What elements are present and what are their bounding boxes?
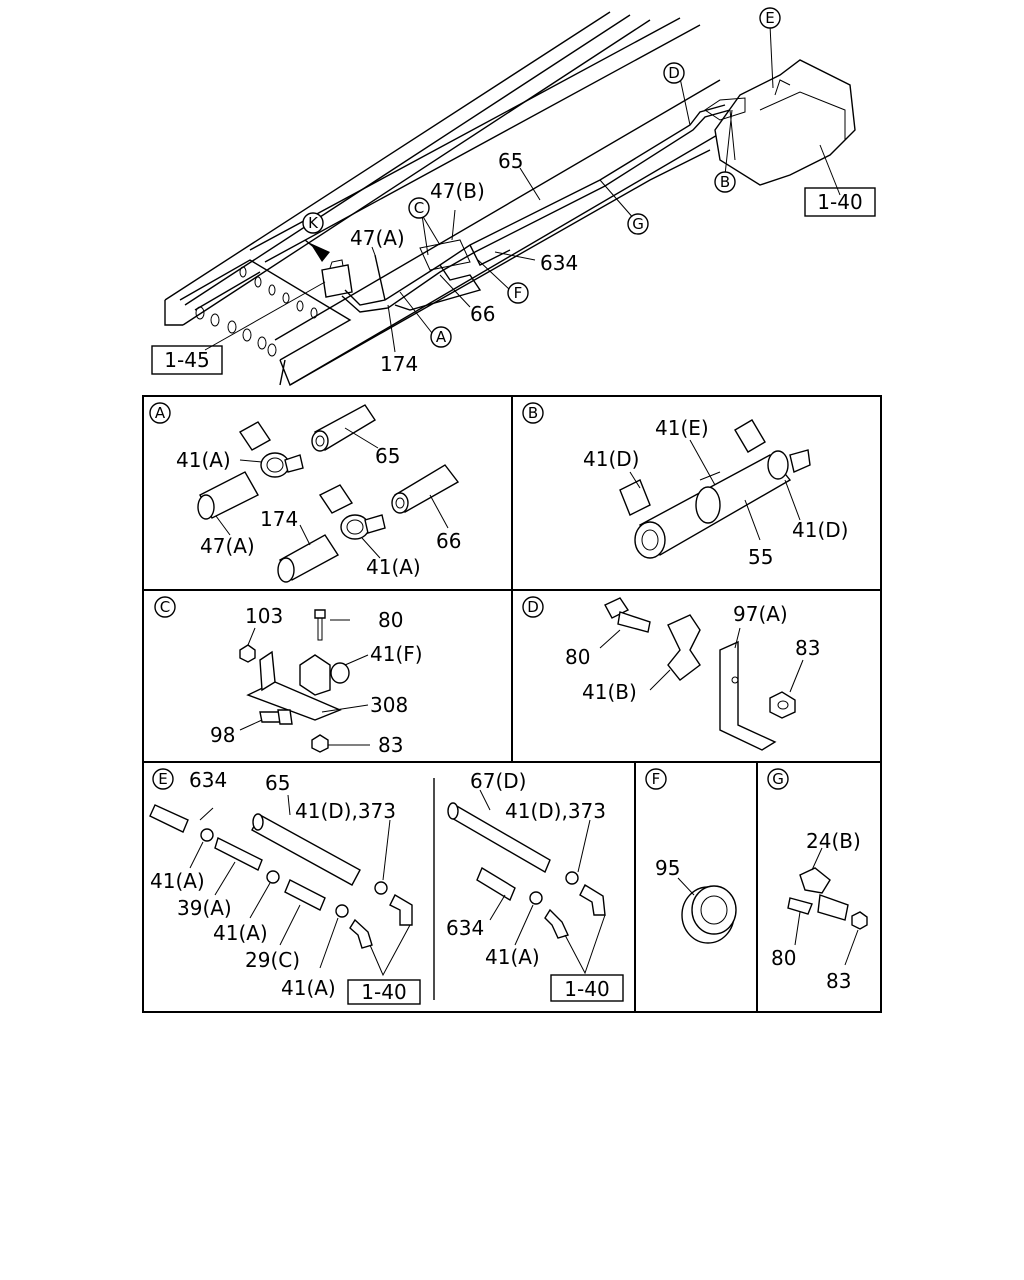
overview-marker-e-text: E xyxy=(765,9,774,27)
overview-marker-f-text: F xyxy=(514,284,523,302)
panel-e-label-41a-b: 41(A) xyxy=(485,945,540,969)
overview-marker-b xyxy=(714,171,736,193)
panel-e-label-41a-3: 41(A) xyxy=(281,976,336,1000)
panel-f: F 95 xyxy=(645,768,737,944)
panel-g: G 24(B) 80 83 xyxy=(767,768,868,993)
panel-c-label-98: 98 xyxy=(210,723,235,747)
panel-e-label-67d: 67(D) xyxy=(470,769,526,793)
panel-e-label-41d373-b: 41(D),373 xyxy=(505,799,606,823)
panel-e-label-634: 634 xyxy=(189,768,227,792)
panel-e-ref-b[interactable]: 1-40 xyxy=(564,977,609,1001)
overview-marker-d xyxy=(663,62,685,84)
panel-d-label-97a: 97(A) xyxy=(733,602,788,626)
ref-1-40[interactable]: 1-40 xyxy=(817,190,862,214)
panel-f-label-95: 95 xyxy=(655,856,680,880)
panel-g-label-24b: 24(B) xyxy=(806,829,861,853)
label-634: 634 xyxy=(540,251,578,275)
label-66: 66 xyxy=(470,302,495,326)
panel-e: E 634 65 41(D),373 41(A) 39(A) 41(A) 29(… xyxy=(149,768,624,1005)
overview-marker-a xyxy=(430,326,452,348)
overview-marker-k xyxy=(302,212,324,234)
overview-marker-g xyxy=(627,213,649,235)
panel-d: D 97(A) 83 80 41(B) xyxy=(522,596,820,751)
panel-b-label-41e: 41(E) xyxy=(655,416,709,440)
panel-c-label-103: 103 xyxy=(245,604,283,628)
panel-d-marker: D xyxy=(527,598,539,616)
overview-marker-f xyxy=(507,282,529,304)
panel-d-label-80: 80 xyxy=(565,645,590,669)
panel-a: A 41(A) 65 174 47(A) 66 xyxy=(149,402,461,583)
label-47b: 47(B) xyxy=(430,179,485,203)
panel-e-label-65: 65 xyxy=(265,771,290,795)
panel-e-ref-box-b[interactable] xyxy=(550,974,624,1002)
panel-e-ref[interactable]: 1-40 xyxy=(361,980,406,1004)
panel-e-label-41d373: 41(D),373 xyxy=(295,799,396,823)
panel-a-label-47a: 47(A) xyxy=(200,534,255,558)
ref-1-45[interactable]: 1-45 xyxy=(164,348,209,372)
panel-a-label-41a-1: 41(A) xyxy=(176,448,231,472)
panel-e-label-41a-2: 41(A) xyxy=(213,921,268,945)
overview-marker-c-text: C xyxy=(414,199,424,217)
panel-e-ref-box[interactable] xyxy=(347,979,421,1005)
panel-g-marker: G xyxy=(772,770,784,788)
overview-marker-e xyxy=(759,7,781,29)
panel-e-marker: E xyxy=(158,770,167,788)
panel-b-label-41d-2: 41(D) xyxy=(792,518,848,542)
overview-illustration: E D B C G F A K 65 47(B) 47(A) 634 66 17… xyxy=(151,7,876,387)
overview-marker-d-text: D xyxy=(668,64,680,82)
panel-a-label-41a-2: 41(A) xyxy=(366,555,421,579)
panel-d-label-41b: 41(B) xyxy=(582,680,637,704)
panel-g-label-83: 83 xyxy=(826,969,851,993)
panel-a-label-66: 66 xyxy=(436,529,461,553)
panel-c-label-80: 80 xyxy=(378,608,403,632)
ref-box-1-40[interactable] xyxy=(804,187,876,217)
panel-g-label-80: 80 xyxy=(771,946,796,970)
panel-e-label-41a-1: 41(A) xyxy=(150,869,205,893)
panel-e-label-39a: 39(A) xyxy=(177,896,232,920)
panel-c-label-41f: 41(F) xyxy=(370,642,423,666)
overview-marker-c xyxy=(408,197,430,219)
panel-c-label-83: 83 xyxy=(378,733,403,757)
panel-c-label-308: 308 xyxy=(370,693,408,717)
overview-marker-g-text: G xyxy=(632,215,644,233)
panel-c: C 103 80 41(F) 308 98 83 xyxy=(154,596,423,757)
panel-c-marker: C xyxy=(160,598,170,616)
ref-box-1-45[interactable] xyxy=(151,345,223,375)
panel-a-marker: A xyxy=(155,404,166,422)
detail-grid xyxy=(142,395,882,1013)
overview-marker-b-text: B xyxy=(720,173,730,191)
label-65: 65 xyxy=(498,149,523,173)
panel-e-label-634-b: 634 xyxy=(446,916,484,940)
panel-b-label-41d-1: 41(D) xyxy=(583,447,639,471)
panel-d-label-83: 83 xyxy=(795,636,820,660)
label-47a: 47(A) xyxy=(350,226,405,250)
panel-b-label-55: 55 xyxy=(748,545,773,569)
overview-marker-a-text: A xyxy=(436,328,447,346)
panel-b-marker: B xyxy=(528,404,538,422)
label-174: 174 xyxy=(380,352,418,376)
panel-e-label-29c: 29(C) xyxy=(245,948,300,972)
panel-a-label-65: 65 xyxy=(375,444,400,468)
panel-b: B 41(E) 41(D) 41(D) 55 xyxy=(522,402,848,569)
panel-a-label-174: 174 xyxy=(260,507,298,531)
overview-marker-k-text: K xyxy=(308,214,319,232)
panel-f-marker: F xyxy=(652,770,661,788)
